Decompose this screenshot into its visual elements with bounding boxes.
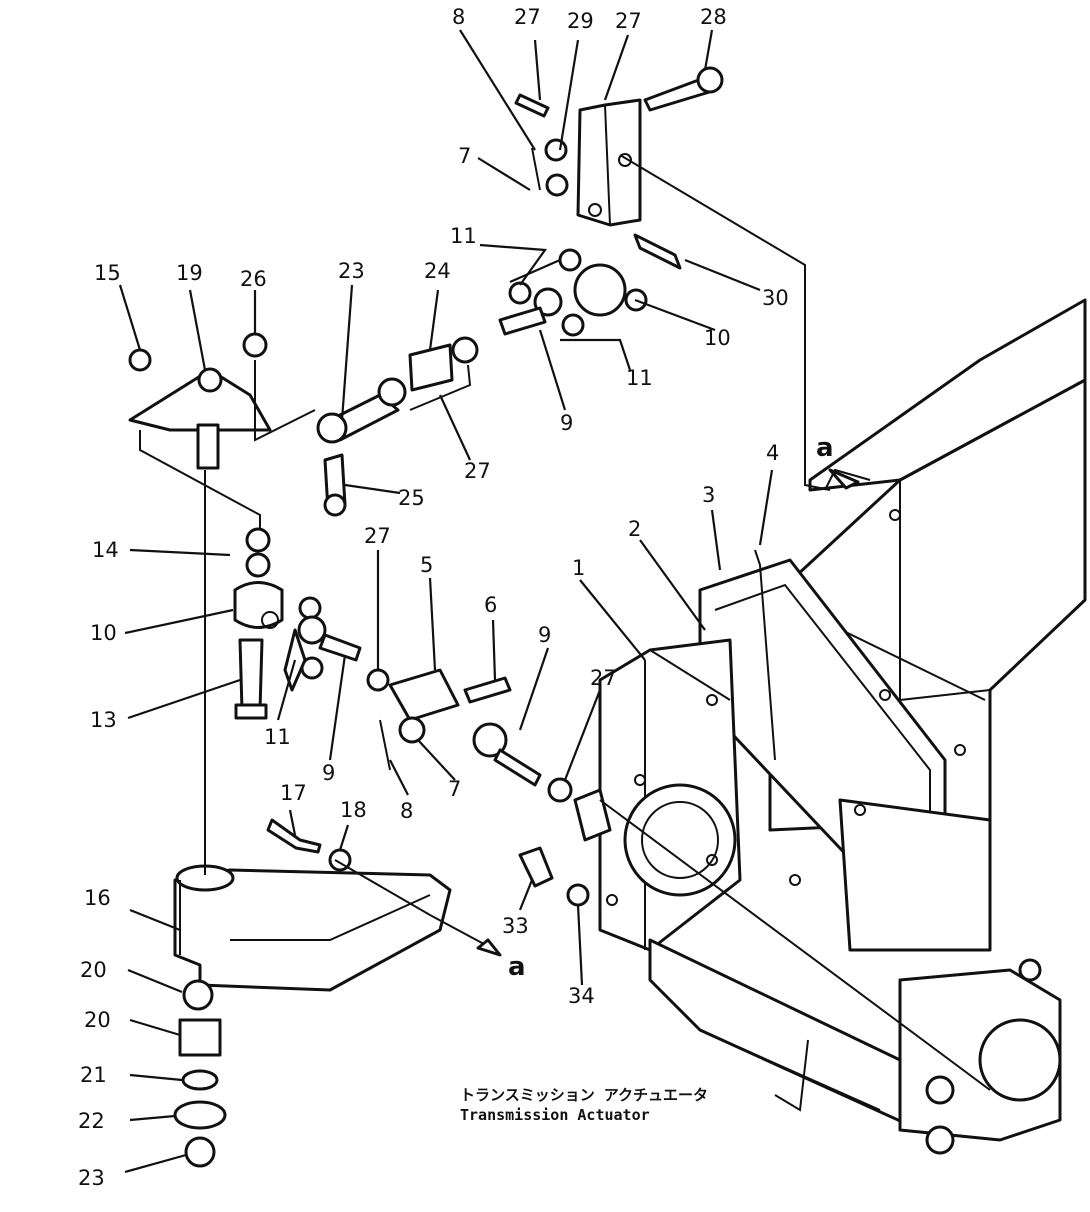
callout-10: 10 [90,621,117,645]
callout-labels: 8 27 29 27 28 7 11 30 10 11 9 15 19 26 2… [78,5,789,1190]
callout-14: 15 [94,261,121,285]
upper-lever-assembly [498,66,724,337]
reference-marks: a a [476,433,860,982]
callout-9: 9 [322,761,335,785]
callout-2: 2 [628,517,641,541]
caption-japanese: トランスミッション アクチュエータ [460,1086,708,1104]
reference-mark-a-top: a [816,433,834,463]
callout-13: 14 [92,538,119,562]
middle-linkage [233,527,590,907]
callout-27: 27 [464,459,491,483]
reference-mark-a-bottom: a [508,952,526,982]
transmission-actuator [573,298,1087,1155]
callout-31: 29 [567,9,594,33]
callout-19: 20 [84,1008,111,1032]
lower-arm-assembly [173,864,452,1168]
callout-11: 11 [264,725,291,749]
callout-27: 27 [364,524,391,548]
callout-leaders [118,29,774,1174]
callout-8: 8 [400,799,413,823]
guide-lines [139,154,991,1112]
callout-9: 9 [560,411,573,435]
callout-10: 10 [704,326,731,350]
callout-22: 23 [78,1166,105,1190]
callout-21: 22 [78,1109,105,1133]
callout-4: 4 [766,441,779,465]
callout-3: 3 [702,483,715,507]
callout-24: 24 [424,259,451,283]
callout-27: 27 [590,666,617,690]
callout-5: 5 [420,553,433,577]
callout-20: 21 [80,1063,107,1087]
callout-15: 16 [84,886,111,910]
caption-english: Transmission Actuator [460,1106,650,1124]
callout-34: 34 [568,984,595,1008]
callout-26: 26 [240,267,267,291]
callout-30: 28 [700,5,727,29]
callout-11: 11 [450,224,477,248]
callout-29: 27 [514,5,541,29]
callout-11: 11 [626,366,653,390]
callout-7: 7 [448,777,461,801]
callout-28: 27 [615,9,642,33]
callout-23: 23 [338,259,365,283]
callout-8: 8 [452,5,465,29]
callout-9: 9 [538,623,551,647]
callout-18: 19 [176,261,203,285]
callout-6: 6 [484,593,497,617]
callout-20: 20 [80,958,107,982]
callout-1: 1 [572,556,585,580]
callout-25: 25 [398,486,425,510]
callout-12: 13 [90,708,117,732]
callout-32: 30 [762,286,789,310]
upper-linkage [128,332,479,517]
actuator-caption: トランスミッション アクチュエータ Transmission Actuator [460,1086,708,1124]
callout-16: 17 [280,781,307,805]
callout-17: 18 [340,798,367,822]
callout-33: 33 [502,914,529,938]
callout-7: 7 [458,144,471,168]
